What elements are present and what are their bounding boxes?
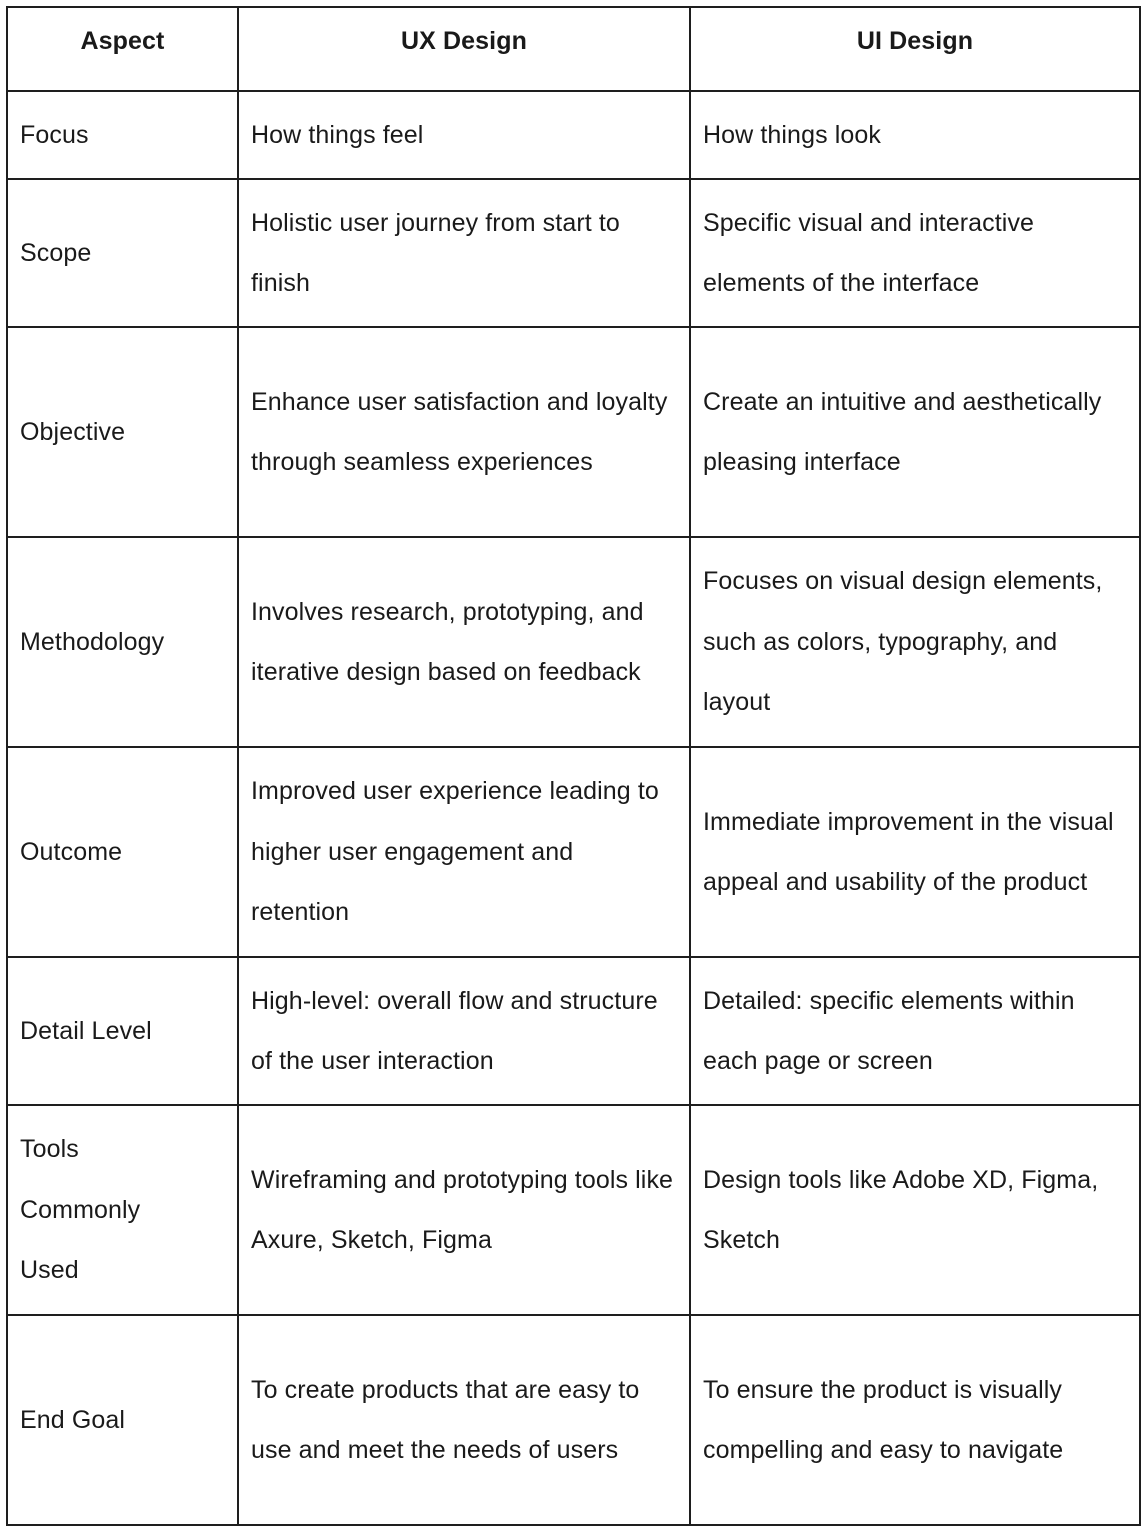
ux-cell: To create products that are easy to use … bbox=[237, 1314, 691, 1526]
ux-cell: How things feel bbox=[237, 90, 691, 180]
table-row-scope: Scope Holistic user journey from start t… bbox=[6, 178, 1141, 328]
ux-vs-ui-comparison-table: Aspect UX Design UI Design Focus How thi… bbox=[6, 6, 1141, 1526]
ux-cell: Holistic user journey from start to fini… bbox=[237, 178, 691, 328]
ui-cell: Immediate improvement in the visual appe… bbox=[689, 746, 1141, 958]
table-row-objective: Objective Enhance user satisfaction and … bbox=[6, 326, 1141, 538]
aspect-cell: Scope bbox=[6, 178, 239, 328]
aspect-cell: End Goal bbox=[6, 1314, 239, 1526]
ux-cell: Involves research, prototyping, and iter… bbox=[237, 536, 691, 748]
header-ui-design: UI Design bbox=[689, 6, 1141, 92]
ux-cell: High-level: overall flow and structure o… bbox=[237, 956, 691, 1106]
ux-cell: Wireframing and prototyping tools like A… bbox=[237, 1104, 691, 1316]
table-row-end-goal: End Goal To create products that are eas… bbox=[6, 1314, 1141, 1526]
aspect-cell: Tools Commonly Used bbox=[6, 1104, 239, 1316]
ui-cell: Focuses on visual design elements, such … bbox=[689, 536, 1141, 748]
table-row-focus: Focus How things feel How things look bbox=[6, 90, 1141, 180]
ui-cell: Create an intuitive and aesthetically pl… bbox=[689, 326, 1141, 538]
header-row: Aspect UX Design UI Design bbox=[6, 6, 1141, 92]
table-row-tools-commonly-used: Tools Commonly Used Wireframing and prot… bbox=[6, 1104, 1141, 1316]
ux-cell: Improved user experience leading to high… bbox=[237, 746, 691, 958]
table-row-outcome: Outcome Improved user experience leading… bbox=[6, 746, 1141, 958]
header-ux-design: UX Design bbox=[237, 6, 691, 92]
table-row-detail-level: Detail Level High-level: overall flow an… bbox=[6, 956, 1141, 1106]
table-row-methodology: Methodology Involves research, prototypi… bbox=[6, 536, 1141, 748]
ux-cell: Enhance user satisfaction and loyalty th… bbox=[237, 326, 691, 538]
aspect-cell: Outcome bbox=[6, 746, 239, 958]
ui-cell: Detailed: specific elements within each … bbox=[689, 956, 1141, 1106]
ui-cell: To ensure the product is visually compel… bbox=[689, 1314, 1141, 1526]
aspect-cell: Objective bbox=[6, 326, 239, 538]
aspect-cell: Detail Level bbox=[6, 956, 239, 1106]
ui-cell: How things look bbox=[689, 90, 1141, 180]
ui-cell: Specific visual and interactive elements… bbox=[689, 178, 1141, 328]
header-aspect: Aspect bbox=[6, 6, 239, 92]
aspect-cell: Methodology bbox=[6, 536, 239, 748]
ui-cell: Design tools like Adobe XD, Figma, Sketc… bbox=[689, 1104, 1141, 1316]
aspect-cell: Focus bbox=[6, 90, 239, 180]
